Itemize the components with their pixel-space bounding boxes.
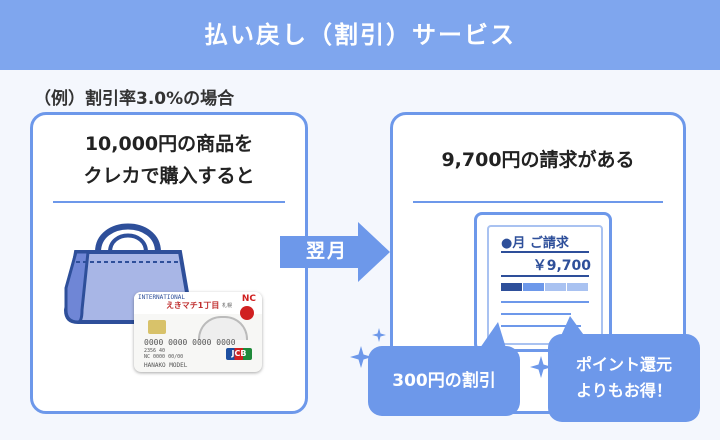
invoice-sheet: ●月 ご請求 ￥9,700 [487, 225, 603, 345]
points-bubble: ポイント還元 よりもお得！ [548, 334, 700, 422]
bubble-pointer [560, 316, 586, 338]
sparkle-icon [372, 328, 386, 342]
discount-bubble: 300円の割引 [368, 346, 520, 416]
points-line-2: よりもお得！ [576, 381, 672, 400]
card-top-strip [134, 292, 262, 314]
sparkle-icon [548, 342, 562, 356]
sparkle-icon [530, 356, 552, 378]
card-brand: えきマチ1丁目 [166, 301, 220, 310]
card-holder: HANAKO MODEL [144, 362, 188, 369]
credit-card: INTERNATIONAL えきマチ1丁目 札幌 NC 0000 0000 00… [134, 292, 262, 372]
billing-title: 9,700円の請求がある [441, 149, 635, 171]
invoice-amount: ￥9,700 [532, 258, 591, 274]
invoice-rule [501, 275, 589, 277]
invoice-illustration: ●月 ご請求 ￥9,700 [474, 212, 612, 352]
card-chip [148, 320, 166, 334]
card-issuer: NC [241, 294, 256, 304]
card-small-number: 2356 40 [144, 348, 166, 354]
header-banner: 払い戻し（割引）サービス [0, 0, 720, 70]
invoice-line-item [501, 313, 571, 315]
card-issuer-logo [240, 306, 254, 320]
purchase-line-2: クレカで購入すると [83, 165, 255, 187]
panel-divider [413, 201, 663, 203]
invoice-line-item [501, 325, 581, 327]
card-network-logo: JCB [226, 348, 252, 360]
arrow-label: 翌月 [305, 240, 348, 262]
points-line-1: ポイント還元 [575, 355, 672, 374]
card-number: 0000 0000 0000 0000 [144, 338, 236, 347]
discount-text: 300円の割引 [392, 371, 496, 391]
card-brand-sub: 札幌 [222, 303, 233, 309]
invoice-line-item [501, 301, 589, 303]
page-title: 払い戻し（割引）サービス [204, 21, 516, 49]
invoice-rule [501, 251, 589, 253]
purchase-line-1: 10,000円の商品を [84, 133, 254, 155]
invoice-bar [501, 283, 589, 291]
bubble-pointer [480, 322, 506, 348]
example-label: （例）割引率3.0%の場合 [34, 89, 235, 109]
invoice-title: ●月 ご請求 [501, 236, 569, 251]
arrow-right-icon [280, 222, 390, 282]
card-dome-graphic [198, 316, 248, 340]
sparkle-icon [350, 346, 372, 368]
panel-divider [53, 201, 285, 203]
card-intl: INTERNATIONAL [138, 294, 185, 301]
card-small-row: NC 0000 00/00 [144, 354, 184, 360]
